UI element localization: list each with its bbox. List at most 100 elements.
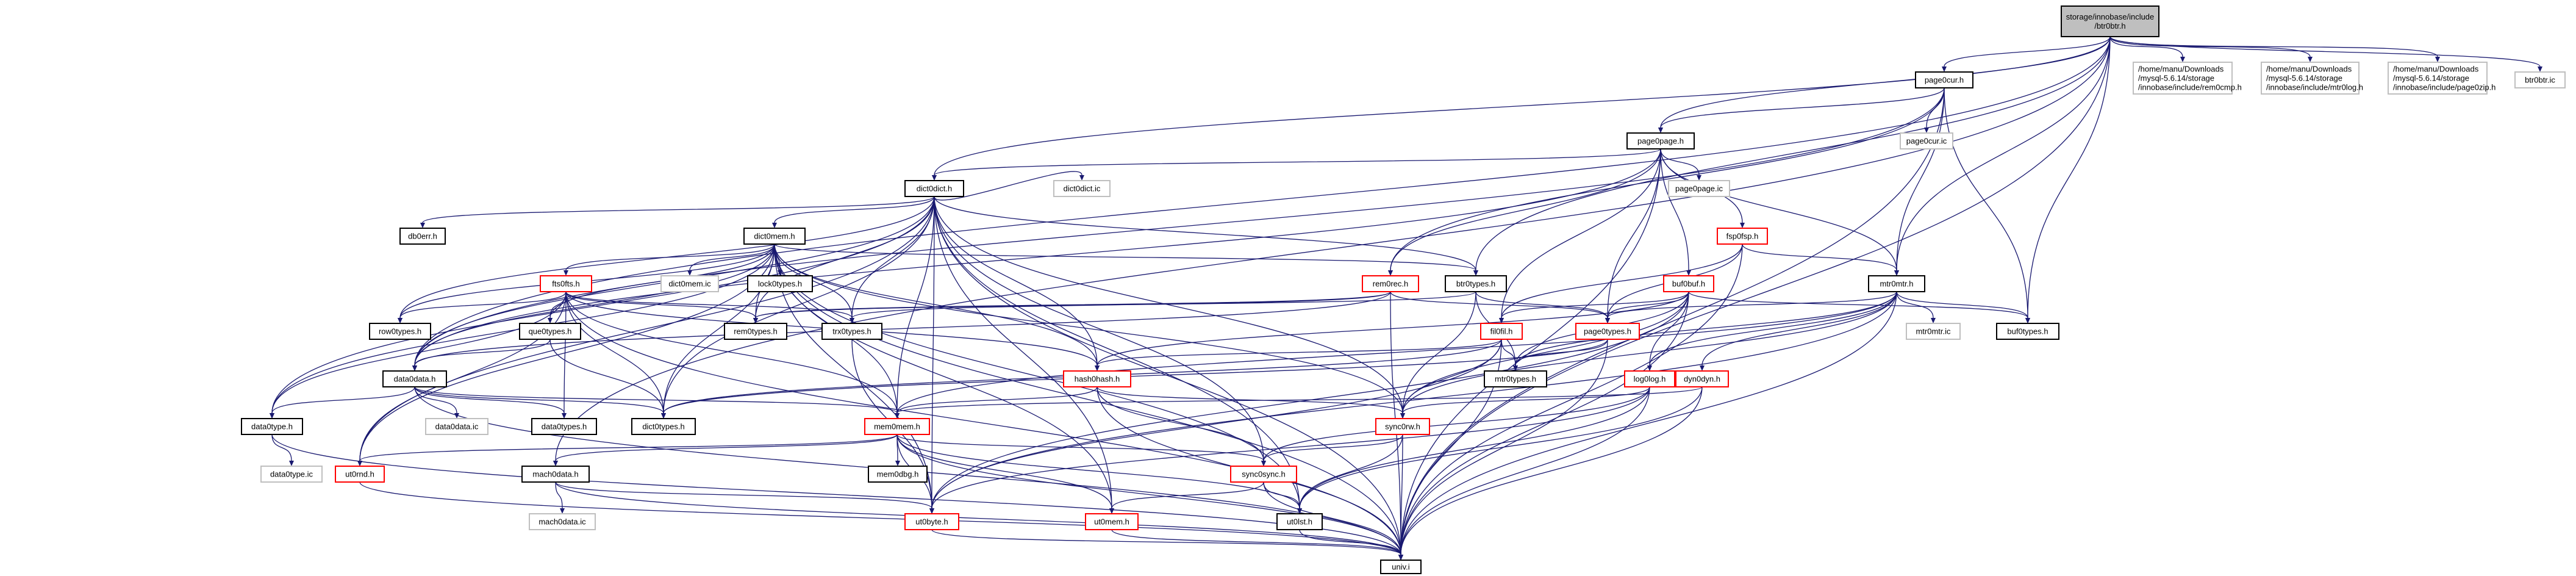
node-sync0sync-h[interactable]: sync0sync.h — [1230, 466, 1297, 483]
edge-fts0fts-h-to-row0types-h — [398, 291, 567, 323]
node-row0types-h[interactable]: row0types.h — [369, 323, 431, 340]
node-fts0fts-h[interactable]: fts0fts.h — [540, 275, 592, 292]
node-label: fil0fil.h — [1490, 327, 1513, 336]
node-hash0hash-h[interactable]: hash0hash.h — [1063, 370, 1131, 387]
node-ut0rnd-h[interactable]: ut0rnd.h — [335, 466, 385, 483]
node-dict0types-h[interactable]: dict0types.h — [631, 418, 696, 435]
edge-page0page-h-to-page0page-ic — [1660, 148, 1701, 181]
node-remcmp[interactable]: /home/manu/Downloads/mysql-5.6.14/storag… — [2133, 62, 2242, 95]
node-label: /mysql-5.6.14/storage — [2138, 74, 2214, 83]
node-mem0dbg-h[interactable]: mem0dbg.h — [868, 466, 928, 483]
edge-log0log-h-to-ut0byte-h — [929, 386, 1650, 514]
node-rem0types-h[interactable]: rem0types.h — [724, 323, 787, 340]
edge-dict0dict-h-to-btr0types-h — [934, 196, 1478, 276]
node-box — [1868, 275, 1925, 292]
node-page0cur-ic[interactable]: page0cur.ic — [1900, 132, 1953, 149]
node-box — [540, 275, 592, 292]
node-data0data-h[interactable]: data0data.h — [382, 370, 447, 387]
node-box — [1380, 560, 1422, 574]
node-rem0rec-h[interactable]: rem0rec.h — [1362, 275, 1419, 292]
node-box — [1375, 418, 1430, 435]
node-label: /innobase/include/page0zip.h — [2393, 83, 2496, 92]
node-data0data-ic[interactable]: data0data.ic — [425, 418, 488, 435]
edge-mem0mem-h-to-ut0rnd-h — [357, 434, 898, 466]
node-label: mtr0mtr.h — [1880, 279, 1914, 289]
node-ut0mem-h[interactable]: ut0mem.h — [1085, 513, 1139, 530]
node-box — [660, 275, 719, 292]
node-univ-i[interactable]: univ.i — [1380, 560, 1422, 574]
node-trx0types-h[interactable]: trx0types.h — [821, 323, 882, 340]
edge-buf0buf-h-to-ut0byte-h — [929, 291, 1689, 514]
node-page0page-h[interactable]: page0page.h — [1626, 132, 1695, 149]
edge-page0page-h-to-page0types-h — [1605, 148, 1661, 323]
node-buf0buf-h[interactable]: buf0buf.h — [1663, 275, 1714, 292]
edge-data0data-h-to-data0data-ic — [414, 386, 459, 419]
node-label: btr0btr.ic — [2525, 76, 2555, 85]
node-label: db0err.h — [408, 232, 437, 241]
node-mtr0types-h[interactable]: mtr0types.h — [1484, 370, 1547, 387]
node-page0types-h[interactable]: page0types.h — [1575, 323, 1640, 340]
node-label: buf0types.h — [2007, 327, 2048, 336]
node-page0zip[interactable]: /home/manu/Downloads/mysql-5.6.14/storag… — [2388, 62, 2496, 95]
edge-page0page-h-to-data0data-h — [412, 148, 1661, 371]
node-label: data0type.h — [251, 422, 293, 431]
edge-root-to-page0page-h — [1658, 36, 2111, 133]
node-label: fsp0fsp.h — [1726, 232, 1759, 241]
node-log0log-h[interactable]: log0log.h — [1624, 370, 1675, 387]
node-box — [531, 418, 597, 435]
node-box — [1668, 180, 1730, 197]
node-label: mach0data.ic — [538, 517, 586, 527]
node-lock0types-h[interactable]: lock0types.h — [747, 275, 813, 292]
edge-mtr0mtr-h-to-buf0types-h — [1896, 291, 2030, 323]
edge-page0page-h-to-buf0buf-h — [1660, 148, 1691, 276]
node-mtr0log[interactable]: /home/manu/Downloads/mysql-5.6.14/storag… — [2261, 62, 2363, 95]
node-fsp0fsp-h[interactable]: fsp0fsp.h — [1717, 228, 1768, 245]
node-db0err-h[interactable]: db0err.h — [399, 228, 446, 245]
node-dict0mem-h[interactable]: dict0mem.h — [743, 228, 806, 245]
node-mtr0mtr-h[interactable]: mtr0mtr.h — [1868, 275, 1925, 292]
node-buf0types-h[interactable]: buf0types.h — [1996, 323, 2059, 340]
node-root[interactable]: storage/innobase/include/btr0btr.h — [2061, 5, 2159, 37]
node-label: page0cur.ic — [1906, 137, 1947, 146]
node-dict0dict-ic[interactable]: dict0dict.ic — [1053, 180, 1111, 197]
node-dict0dict-h[interactable]: dict0dict.h — [904, 180, 964, 197]
node-dict0mem-ic[interactable]: dict0mem.ic — [660, 275, 719, 292]
node-btr0types-h[interactable]: btr0types.h — [1445, 275, 1507, 292]
edge-mtr0mtr-h-to-mtr0mtr-ic — [1896, 291, 1936, 323]
node-label: page0page.h — [1637, 137, 1684, 146]
edge-que0types-h-to-data0data-h — [412, 339, 551, 371]
node-label: trx0types.h — [832, 327, 871, 336]
node-page0cur-h[interactable]: page0cur.h — [1915, 71, 1973, 88]
node-data0type-ic[interactable]: data0type.ic — [260, 466, 323, 483]
node-label: sync0sync.h — [1242, 470, 1286, 479]
node-data0type-h[interactable]: data0type.h — [241, 418, 303, 435]
node-data0types-h[interactable]: data0types.h — [531, 418, 597, 435]
edge-dict0dict-h-to-dict0dict-ic — [934, 171, 1084, 201]
node-box — [1445, 275, 1507, 292]
node-btr0btr-ic[interactable]: btr0btr.ic — [2514, 71, 2566, 88]
node-dyn0dyn-h[interactable]: dyn0dyn.h — [1675, 370, 1729, 387]
edge-page0cur-h-to-data0data-h — [412, 87, 1945, 371]
node-label: row0types.h — [379, 327, 421, 336]
node-ut0byte-h[interactable]: ut0byte.h — [904, 513, 959, 530]
node-label: dict0dict.h — [917, 184, 953, 193]
node-label: log0log.h — [1634, 375, 1666, 384]
edge-layer — [270, 36, 2542, 560]
node-ut0lst-h[interactable]: ut0lst.h — [1276, 513, 1323, 530]
node-mach0data-h[interactable]: mach0data.h — [521, 466, 590, 483]
edge-mtr0mtr-h-to-sync0rw-h — [1400, 291, 1897, 419]
node-page0page-ic[interactable]: page0page.ic — [1668, 180, 1730, 197]
edge-dict0dict-h-to-sync0sync-h — [934, 196, 1266, 466]
node-que0types-h[interactable]: que0types.h — [519, 323, 581, 340]
node-mtr0mtr-ic[interactable]: mtr0mtr.ic — [1906, 323, 1961, 340]
node-label: hash0hash.h — [1075, 375, 1120, 384]
edge-page0types-h-to-mtr0types-h — [1513, 339, 1608, 371]
node-box — [399, 228, 446, 245]
node-box — [1675, 370, 1729, 387]
node-fil0fil-h[interactable]: fil0fil.h — [1480, 323, 1523, 340]
node-sync0rw-h[interactable]: sync0rw.h — [1375, 418, 1430, 435]
edge-data0data-h-to-data0type-h — [270, 386, 415, 419]
node-box — [2061, 5, 2159, 37]
node-mach0data-ic[interactable]: mach0data.ic — [529, 513, 596, 530]
node-mem0mem-h[interactable]: mem0mem.h — [864, 418, 930, 435]
